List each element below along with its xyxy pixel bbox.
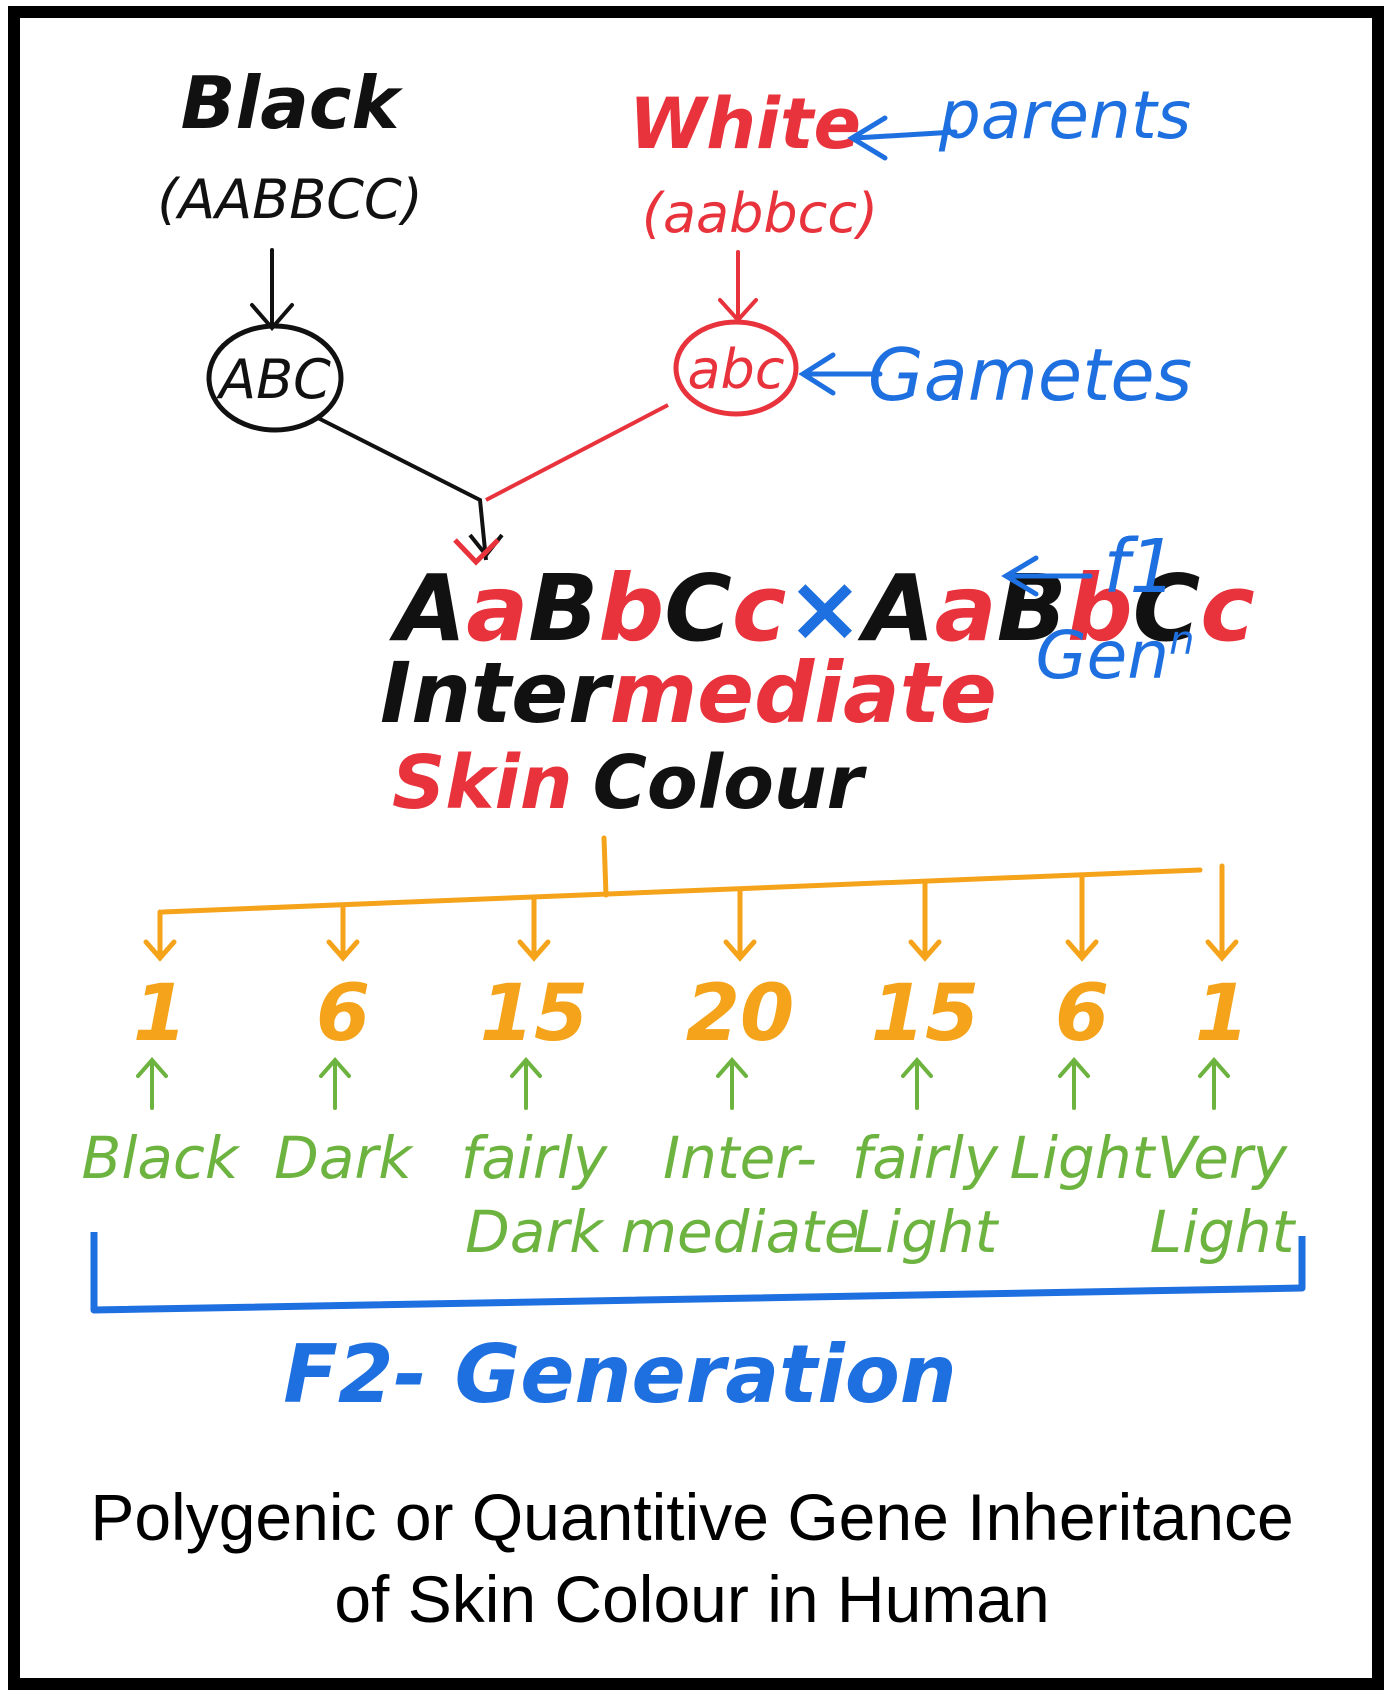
white-gamete-fusion-line bbox=[485, 403, 669, 502]
f2-ratio: 1 bbox=[1195, 969, 1249, 1059]
branch-arrowhead bbox=[1065, 939, 1099, 962]
phenotype-arrowhead bbox=[1198, 1056, 1230, 1078]
f2-phenotype-label: mediate bbox=[620, 1198, 859, 1266]
f1-cross-letter: b bbox=[598, 555, 664, 662]
phenotype-arrowhead bbox=[1058, 1056, 1090, 1078]
f2-ratio: 6 bbox=[1055, 969, 1109, 1059]
branch-arrowhead bbox=[326, 939, 360, 962]
f1-cross-letter: C bbox=[1133, 555, 1201, 662]
f2-ratio: 20 bbox=[686, 969, 795, 1059]
gen-note: Genn bbox=[1036, 617, 1195, 694]
white-gamete-circle bbox=[673, 319, 799, 417]
f1-cross-letter: c bbox=[1200, 555, 1255, 662]
branch-stem bbox=[601, 835, 609, 898]
branch-arrowhead bbox=[143, 939, 177, 962]
f2-ratio: 15 bbox=[871, 969, 980, 1059]
black-gamete-circle bbox=[206, 323, 344, 433]
white-parent-label: White bbox=[629, 83, 861, 165]
parents-note: parents bbox=[938, 77, 1191, 154]
phenotype-arrowhead bbox=[901, 1056, 933, 1078]
f2-bracket bbox=[90, 1232, 1306, 1314]
f2-phenotype-label: fairly bbox=[461, 1124, 608, 1192]
red-fusion-arrowhead bbox=[453, 538, 500, 566]
white-parent-genotype: (aabbcc) bbox=[642, 182, 878, 245]
black-parent-genotype: (AABBCC) bbox=[157, 168, 423, 231]
f2-phenotype-label: Black bbox=[82, 1124, 241, 1192]
f2-branch-lines bbox=[143, 835, 1239, 962]
black-parent-label: Black bbox=[181, 61, 404, 145]
black-parent-to-gamete-arrow bbox=[250, 248, 294, 332]
f2-phenotype-label: Light bbox=[1010, 1124, 1157, 1192]
phenotype-arrowhead bbox=[510, 1056, 542, 1078]
caption-line-1: Polygenic or Quantitive Gene Inheritance bbox=[90, 1480, 1294, 1554]
branch-arrowhead bbox=[908, 939, 942, 962]
branch-bar bbox=[160, 867, 1203, 915]
white-gamete: abc bbox=[687, 338, 784, 401]
phenotype-arrowhead bbox=[136, 1056, 168, 1078]
f1-arrow bbox=[1001, 555, 1093, 597]
caption-line-2: of Skin Colour in Human bbox=[334, 1562, 1050, 1636]
f2-phenotype-label: Light bbox=[1150, 1198, 1297, 1266]
f2-phenotype-label: Inter- bbox=[663, 1124, 817, 1192]
f1-cross-letter: A bbox=[389, 555, 466, 662]
f2-ratio: 6 bbox=[316, 969, 370, 1059]
f1-cross: AaBbCc×AaBbCc bbox=[389, 555, 1255, 662]
f2-generation-label: F2- Generation bbox=[283, 1328, 957, 1421]
f1-cross-letter: a bbox=[935, 555, 997, 662]
f2-phenotype-label: Light bbox=[853, 1198, 1000, 1266]
f2-phenotype-label: Dark bbox=[274, 1124, 414, 1192]
f1-cross-letter: A bbox=[857, 555, 934, 662]
f2-phenotype-label: Dark bbox=[465, 1198, 605, 1266]
f2-phenotype-arrows bbox=[136, 1056, 1230, 1110]
f1-cross-letter: B bbox=[528, 555, 598, 662]
f2-phenotype-label: Very bbox=[1157, 1124, 1288, 1192]
black-gamete: ABC bbox=[216, 348, 331, 411]
caption: Polygenic or Quantitive Gene Inheritance… bbox=[20, 1476, 1364, 1640]
gametes-note: Gametes bbox=[868, 333, 1192, 417]
f2-ratio: 1 bbox=[133, 969, 187, 1059]
f1-cross-letter: a bbox=[466, 555, 528, 662]
gametes-arrow bbox=[798, 352, 883, 396]
f1-note: f1 bbox=[1103, 524, 1176, 610]
f1-cross-letter: b bbox=[1067, 555, 1133, 662]
intermediate-label: Intermediate bbox=[380, 644, 997, 742]
f1-cross-letter: C bbox=[664, 555, 732, 662]
phenotype-arrowhead bbox=[319, 1056, 351, 1078]
f2-phenotype-label: fairly bbox=[852, 1124, 999, 1192]
branch-arrowhead bbox=[723, 939, 757, 962]
phenotype-arrowhead bbox=[716, 1056, 748, 1078]
branch-arrowhead bbox=[1205, 939, 1239, 962]
black-gamete-fusion-line bbox=[317, 416, 488, 561]
f1-cross-letter: × bbox=[786, 555, 863, 662]
parents-arrow bbox=[847, 115, 958, 161]
f2-ratio: 15 bbox=[480, 969, 589, 1059]
branch-arrowhead bbox=[517, 939, 551, 962]
white-parent-to-gamete-arrow bbox=[718, 250, 758, 323]
f1-cross-letter: c bbox=[732, 555, 787, 662]
